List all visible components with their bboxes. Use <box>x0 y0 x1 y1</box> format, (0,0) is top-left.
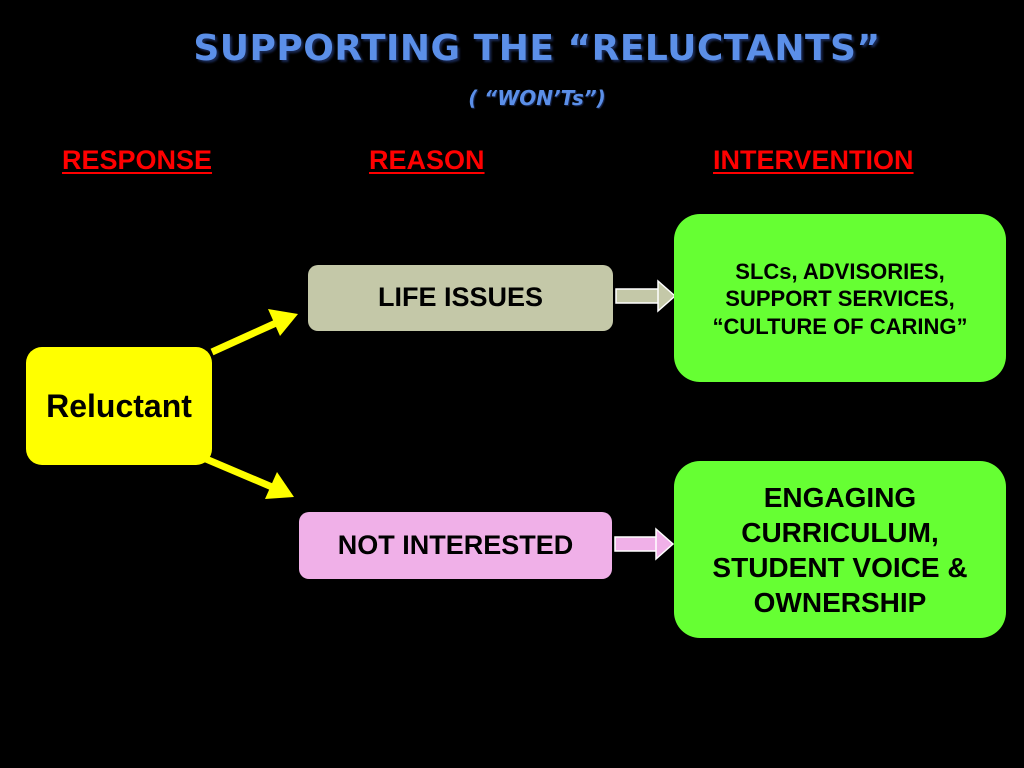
intervention-life-line-2: SUPPORT SERVICES, <box>725 286 955 312</box>
column-heading-reason: REASON <box>369 145 485 175</box>
slide-title: SUPPORTING THE “RELUCTANTS” <box>193 28 881 69</box>
reason-not-interested-box: NOT INTERESTED <box>299 512 612 579</box>
intervention-life-line-3: “CULTURE OF CARING” <box>712 313 968 339</box>
arrow-response-to-not-interested <box>204 455 294 499</box>
reason-life-issues-box: LIFE ISSUES <box>308 265 613 331</box>
column-heading-intervention: INTERVENTION <box>713 145 914 175</box>
intervention-notint-line-4: OWNERSHIP <box>753 586 927 618</box>
intervention-not-interested-box: ENGAGING CURRICULUM, STUDENT VOICE & OWN… <box>674 461 1006 638</box>
column-heading-response: RESPONSE <box>62 145 213 175</box>
response-reluctant-box: Reluctant <box>26 347 212 465</box>
reason-not-interested-label: NOT INTERESTED <box>337 529 574 560</box>
arrow-not-interested-to-intervention <box>614 527 675 561</box>
arrow-life-issues-to-intervention <box>615 279 677 313</box>
intervention-notint-line-2: CURRICULUM, <box>741 516 939 548</box>
reason-life-issues-label: LIFE ISSUES <box>377 282 544 313</box>
response-label: Reluctant <box>46 388 192 424</box>
intervention-life-line-1: SLCs, ADVISORIES, <box>735 258 945 284</box>
intervention-notint-line-3: STUDENT VOICE & <box>712 551 968 583</box>
arrow-response-to-life-issues <box>210 309 298 356</box>
intervention-notint-line-1: ENGAGING <box>763 481 917 513</box>
intervention-life-issues-box: SLCs, ADVISORIES, SUPPORT SERVICES, “CUL… <box>674 214 1006 382</box>
slide-subtitle: ( “WON’Ts”) <box>468 86 606 110</box>
